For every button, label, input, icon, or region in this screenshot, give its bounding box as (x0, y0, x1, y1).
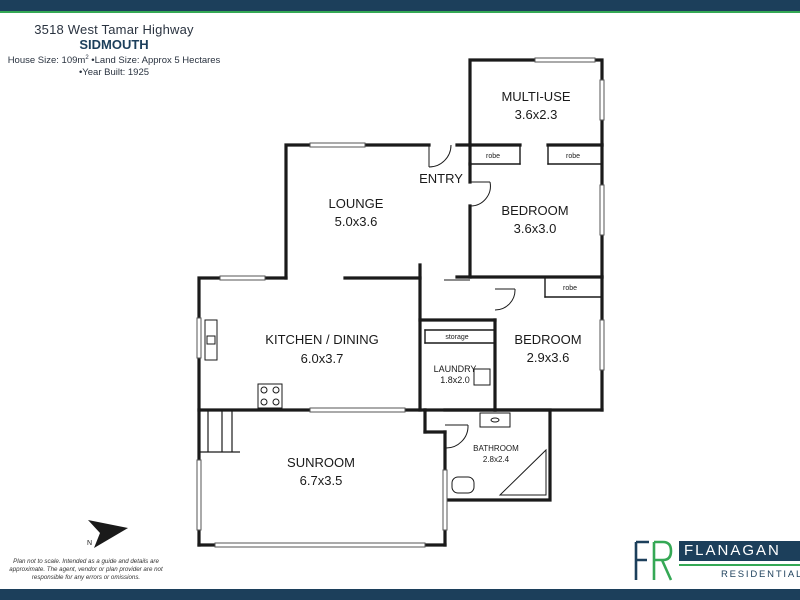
fixtures (204, 265, 547, 496)
room-size-laundry: 1.8x2.0 (440, 375, 470, 385)
room-size-kitchen-dining: 6.0x3.7 (301, 351, 344, 366)
room-name-lounge: LOUNGE (329, 196, 384, 211)
property-suburb: SIDMOUTH (79, 37, 149, 52)
logo-subtitle: RESIDENTIAL (721, 569, 800, 580)
compass: N (87, 520, 128, 548)
cooktop (257, 383, 283, 409)
room-name-bedroom-2: BEDROOM (514, 332, 581, 347)
room-name-bathroom: BATHROOM (473, 444, 519, 453)
room-name-robe-1: robe (486, 153, 500, 160)
windows (196, 57, 605, 548)
agency-logo: FLANAGAN RESIDENTIAL (633, 540, 800, 582)
room-name-robe-2: robe (566, 153, 580, 160)
laundry-tub (473, 368, 491, 386)
top-brand-bar (0, 0, 800, 11)
house-size-unit-sup: 2 (85, 55, 89, 61)
room-name-robe-3: robe (563, 285, 577, 292)
room-size-sunroom: 6.7x3.5 (300, 473, 343, 488)
property-header: 3518 West Tamar Highway SIDMOUTH House S… (0, 22, 228, 79)
corner-shower (498, 448, 547, 496)
room-size-lounge: 5.0x3.6 (335, 214, 378, 229)
disclaimer-text: Plan not to scale. Intended as a guide a… (9, 558, 163, 581)
toilet (451, 476, 475, 494)
compass-north-label: N (87, 540, 92, 547)
logo-rule (679, 564, 800, 566)
steps (199, 410, 240, 453)
property-address: 3518 West Tamar Highway (34, 22, 194, 37)
room-size-bathroom: 2.8x2.4 (483, 455, 510, 464)
room-name-entry: ENTRY (419, 171, 463, 186)
bathroom-vanity (479, 412, 511, 428)
room-name-bedroom-1: BEDROOM (501, 203, 568, 218)
room-size-bedroom-2: 2.9x3.6 (527, 350, 570, 365)
room-name-storage: storage (445, 334, 468, 341)
walls (197, 58, 604, 547)
property-size-line: House Size: 109m2 •Land Size: Approx 5 H… (0, 52, 228, 67)
room-size-bedroom-1: 3.6x3.0 (514, 221, 557, 236)
logo-name: FLANAGAN (679, 541, 800, 561)
top-accent-line (0, 11, 800, 13)
room-name-laundry: LAUNDRY (434, 364, 477, 374)
room-name-sunroom: SUNROOM (287, 455, 355, 470)
kitchen-sink (204, 319, 218, 361)
doors (428, 144, 516, 449)
room-size-multi-use: 3.6x2.3 (515, 107, 558, 122)
room-labels: MULTI-USE 3.6x2.3 LOUNGE 5.0x3.6 ENTRY B… (265, 89, 581, 488)
room-name-kitchen-dining: KITCHEN / DINING (265, 332, 378, 347)
room-name-multi-use: MULTI-USE (501, 89, 570, 104)
bottom-brand-bar (0, 589, 800, 600)
fr-monogram-icon (634, 540, 673, 581)
year-built: •Year Built: 1925 (78, 67, 150, 79)
house-size: House Size: 109m (7, 55, 86, 67)
land-size: •Land Size: Approx 5 Hectares (91, 55, 221, 67)
